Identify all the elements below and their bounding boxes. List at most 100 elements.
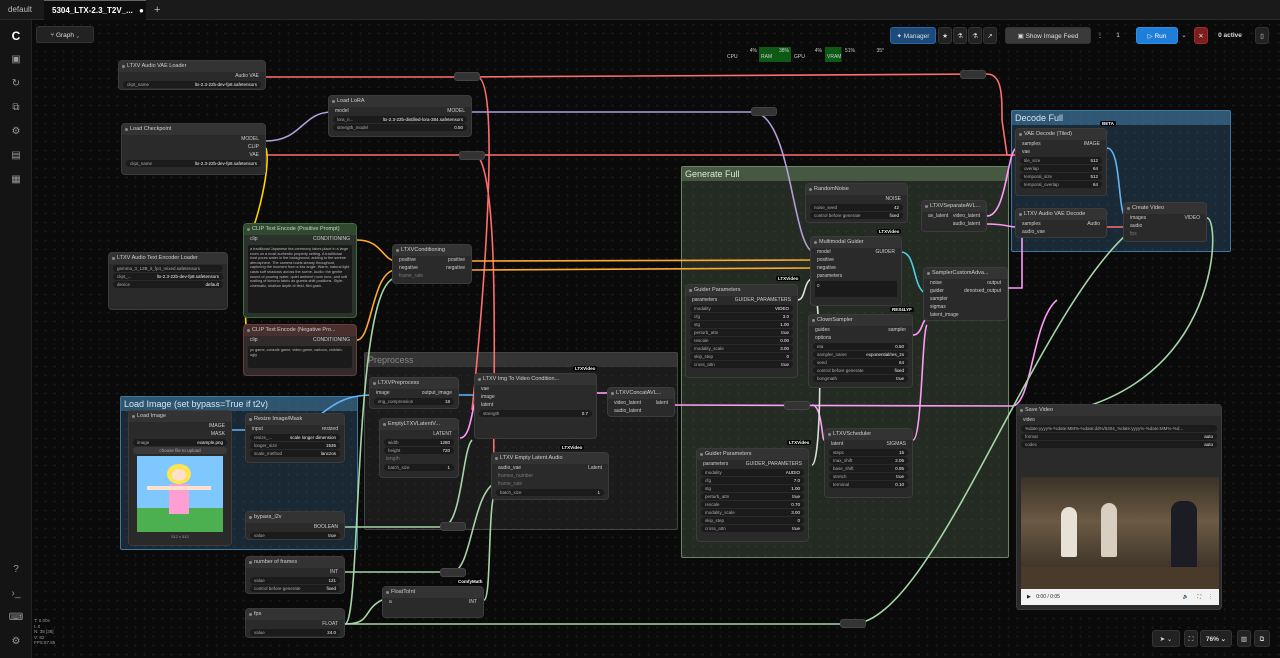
node-audio-vae-loader[interactable]: LTXV Audio VAE Loader Audio VAE ckpt_nam… (118, 60, 266, 90)
history-icon[interactable]: ↻ (11, 78, 21, 89)
resize-widget[interactable]: resize_...scale longer dimension (250, 434, 340, 441)
ckpt-widget[interactable]: ckpt_...ltx-2.3-22b-dev-fp8.safetensors (113, 273, 223, 280)
link-visibility-icon[interactable]: ⧉ (1254, 630, 1270, 647)
graph-canvas[interactable]: ⑂ Graph ⌄ Load Image (set bypass=True if… (32, 20, 1280, 658)
manager-button[interactable]: ✦ Manager (890, 27, 936, 44)
star-icon[interactable]: ★ (938, 27, 952, 44)
queue-count[interactable]: 1 (1116, 32, 1120, 39)
reroute[interactable] (784, 401, 810, 410)
panel-toggle-icon[interactable]: ▯ (1255, 27, 1269, 44)
fit-view-icon[interactable]: ⛶ (1184, 630, 1198, 647)
filename-widget[interactable]: %date:yyyy%-%date:MM%-%date:dd%/5304_%da… (1021, 425, 1217, 432)
minimap-icon[interactable]: ▥ (1237, 630, 1251, 647)
node-text-encoder-loader[interactable]: LTXV Audio Text Encoder Loader gemma_3_1… (108, 252, 228, 310)
reroute[interactable] (454, 72, 480, 81)
reroute[interactable] (440, 522, 466, 531)
more-icon[interactable]: ⋮ (1208, 594, 1213, 600)
templates-icon[interactable]: ▦ (11, 174, 21, 185)
guider-field[interactable]: 0 (815, 281, 897, 297)
node-load-checkpoint[interactable]: Load Checkpoint MODEL CLIP VAE ckpt_name… (121, 123, 266, 175)
text-encoder-widget[interactable]: gemma_3_12B_it_fp4_mixed.safetensors (113, 265, 223, 272)
share-icon[interactable]: ⚗ (968, 27, 982, 44)
flask-icon[interactable]: ⚗ (953, 27, 967, 44)
settings-gear-icon[interactable]: ⚙ (11, 636, 21, 647)
prompt-textarea[interactable]: a traditional Japanese tea ceremony take… (248, 245, 352, 313)
workflows-icon[interactable]: ▤ (11, 150, 21, 161)
nodes-icon[interactable]: ⧉ (12, 102, 20, 113)
reroute[interactable] (440, 568, 466, 577)
graph-menu[interactable]: ⑂ Graph ⌄ (36, 26, 94, 43)
node-img-to-video[interactable]: LTXV Img To Video Condition... vae image… (474, 373, 597, 439)
queue-menu-icon[interactable]: ⋮ (1096, 32, 1104, 39)
models-icon[interactable]: ⚙ (11, 126, 21, 137)
node-save-video[interactable]: Save Video video %date:yyyy%-%date:MM%-%… (1016, 404, 1222, 610)
keyboard-icon[interactable]: ⌨ (8, 612, 24, 623)
volume-icon[interactable]: 🔈 (1182, 594, 1189, 600)
lora-name-widget[interactable]: lora_n...ltx-2.3-22b-distilled-lora-384.… (333, 116, 467, 123)
fullscreen-icon[interactable]: ⛶ (1197, 594, 1201, 600)
zoom-level[interactable]: 76% ⌄ (1200, 630, 1232, 647)
reroute[interactable] (960, 70, 986, 79)
upload-button[interactable]: choose file to upload (133, 447, 227, 454)
negative-textarea[interactable]: pc game, console game, video game, carto… (248, 346, 352, 368)
play-icon[interactable]: ▶ (1027, 594, 1031, 600)
